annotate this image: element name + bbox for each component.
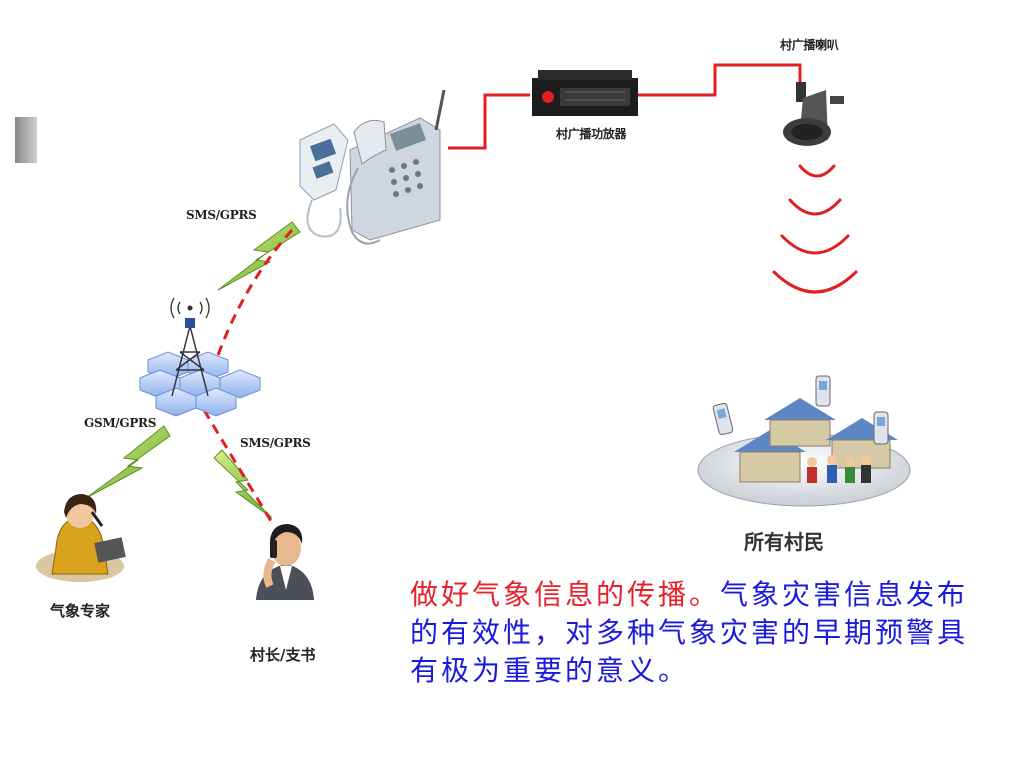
weather-expert-icon <box>36 494 126 582</box>
village-icon <box>697 375 911 507</box>
label-weather-expert: 气象专家 <box>50 602 111 620</box>
caption-text: 做好气象信息的传播。气象灾害信息发布的有效性，对多种气象灾害的早期预警具有极为重… <box>410 576 970 690</box>
label-sms-gprs-top: SMS/GPRS <box>186 208 257 222</box>
gsm-desk-phone <box>346 89 446 245</box>
dashed-signal-links <box>202 229 294 527</box>
village-head-icon <box>256 524 314 600</box>
handheld-terminal <box>299 123 349 238</box>
caption-highlight: 做好气象信息的传播。 <box>410 578 721 611</box>
speaker-horn-icon <box>783 82 844 146</box>
label-sms-gprs-bottom: SMS/GPRS <box>240 436 311 450</box>
lightning-top-icon <box>217 221 301 291</box>
label-broadcast-speaker: 村广播喇叭 <box>780 38 839 52</box>
broadcast-wire <box>448 63 802 150</box>
sound-waves <box>772 164 858 294</box>
slide-corner-bar <box>15 117 37 163</box>
caption-body: 气象灾害信息发布的有效性，对多种气象灾害的早期预警具有极为重要的意义。 <box>410 578 969 687</box>
label-broadcast-amplifier: 村广播功放器 <box>556 127 627 141</box>
amplifier-device <box>532 70 638 116</box>
label-gsm-gprs: GSM/GPRS <box>84 416 157 430</box>
label-village-head: 村长/支书 <box>250 646 316 664</box>
label-all-villagers: 所有村民 <box>744 530 824 554</box>
cell-tower-icon <box>139 297 261 417</box>
lightning-right-icon <box>213 449 273 519</box>
lightning-left-icon <box>85 425 171 499</box>
